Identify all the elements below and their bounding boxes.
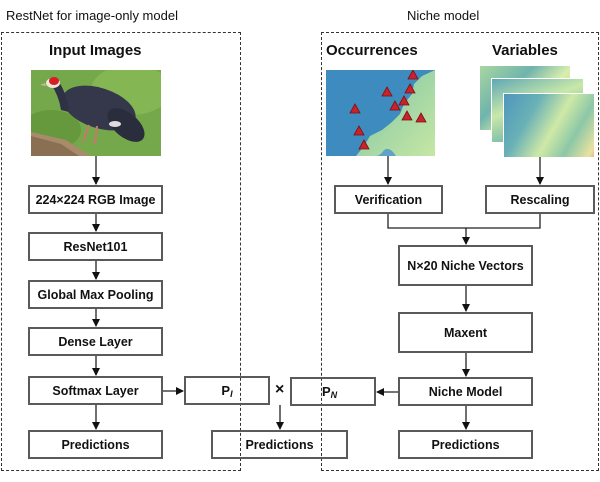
maxent-box: Maxent — [398, 312, 533, 353]
niche-model-group — [321, 32, 599, 471]
p-image-box: PI — [184, 376, 270, 405]
verification-box: Verification — [334, 185, 443, 214]
resnet101-box: ResNet101 — [28, 232, 163, 261]
occurrence-map-icon — [326, 70, 435, 156]
input-images-heading: Input Images — [49, 42, 142, 59]
image-model-group — [1, 32, 241, 471]
combined-predictions-box: Predictions — [211, 430, 348, 459]
niche-predictions-box: Predictions — [398, 430, 533, 459]
bird-photo-icon — [31, 70, 161, 156]
p-niche-box: PN — [290, 377, 376, 406]
niche-vectors-box: N×20 Niche Vectors — [398, 245, 533, 286]
variables-heading: Variables — [492, 42, 558, 59]
dense-layer-box: Dense Layer — [28, 327, 163, 356]
section-label-niche-model: Niche model — [407, 8, 480, 23]
multiply-operator: × — [275, 381, 285, 398]
global-max-pooling-box: Global Max Pooling — [28, 280, 163, 309]
softmax-layer-box: Softmax Layer — [28, 376, 163, 405]
occurrences-heading: Occurrences — [326, 42, 418, 59]
rescaling-box: Rescaling — [485, 185, 595, 214]
image-predictions-box: Predictions — [28, 430, 163, 459]
rgb-image-box: 224×224 RGB Image — [28, 185, 163, 214]
p-image-label: PI — [221, 382, 233, 399]
niche-model-box: Niche Model — [398, 377, 533, 406]
occurrence-markers — [349, 70, 427, 150]
section-label-image-model: RestNet for image-only model — [6, 8, 178, 23]
p-niche-label: PN — [322, 383, 338, 400]
